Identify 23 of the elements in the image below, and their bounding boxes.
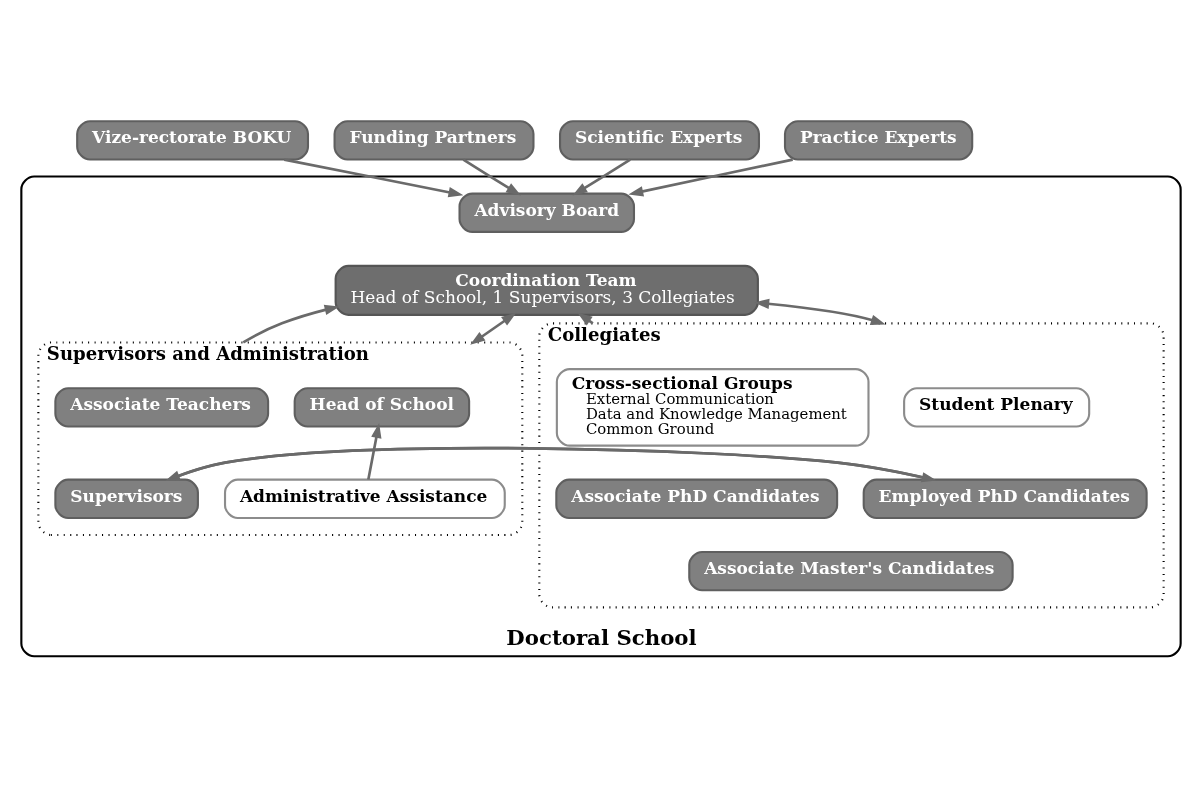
arrow (284, 157, 464, 197)
arrow (470, 312, 517, 345)
node-box: Administrative Assistance (223, 478, 506, 519)
arrow (572, 158, 631, 196)
arrow (462, 158, 521, 196)
arrow (367, 422, 382, 480)
node-box: Coordination Team Head of School, 1 Supervisors, 3 Collegiates (334, 264, 759, 316)
arrow (242, 304, 340, 344)
arrow (754, 298, 886, 325)
node-box: Head of School (293, 386, 471, 428)
node-box: Cross-sectional Groups External Communication Data and Knowledge Management Common Ground (555, 367, 870, 447)
node-box: Student Plenary (903, 386, 1091, 428)
arrow (628, 157, 793, 196)
node-box: Associate Teachers (54, 386, 270, 428)
node-box: Associate PhD Candidates (555, 478, 839, 519)
node-box: Scientific Experts (559, 119, 760, 161)
node-box: Supervisors (54, 478, 199, 519)
node-box: Funding Partners (333, 119, 535, 161)
node-box: Associate Master's Candidates (688, 550, 1014, 591)
node-box: Vize-rectorate BOKU (76, 119, 310, 161)
node-box: Advisory Board (458, 192, 636, 233)
node-box: Employed PhD Candidates (862, 478, 1148, 519)
node-box: Practice Experts (783, 119, 974, 161)
